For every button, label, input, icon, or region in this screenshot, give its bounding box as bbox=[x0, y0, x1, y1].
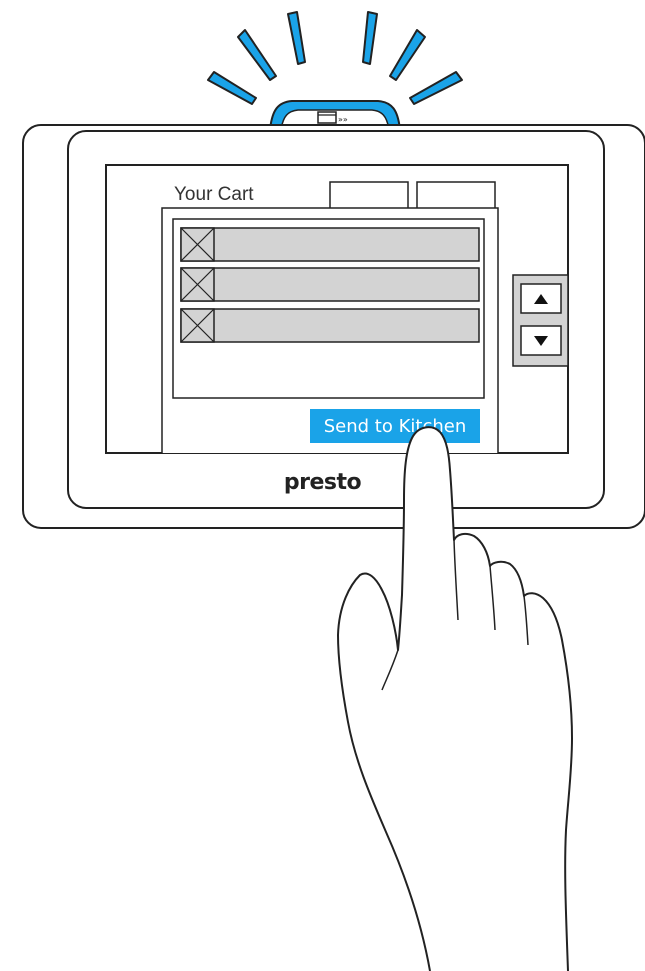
pointing-hand-icon bbox=[338, 427, 572, 971]
hand-outline bbox=[338, 427, 572, 971]
